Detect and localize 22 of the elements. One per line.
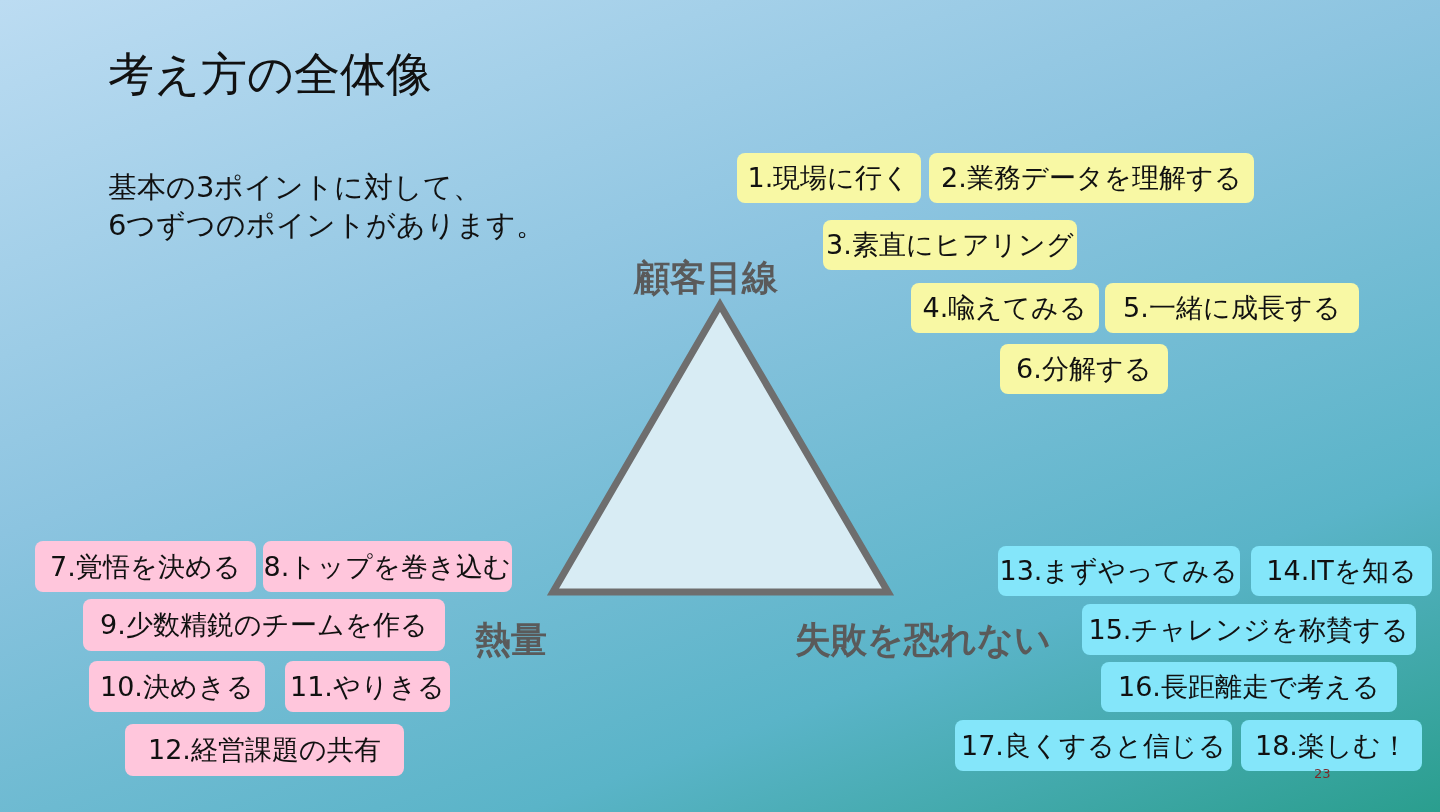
point-box: 10.決めきる xyxy=(89,661,265,712)
point-box: 13.まずやってみる xyxy=(998,546,1240,596)
point-box: 7.覚悟を決める xyxy=(35,541,256,592)
point-box: 11.やりきる xyxy=(285,661,450,712)
point-box: 12.経営課題の共有 xyxy=(125,724,404,776)
point-box: 9.少数精鋭のチームを作る xyxy=(83,599,445,651)
slide-title: 考え方の全体像 xyxy=(108,46,432,103)
point-box: 15.チャレンジを称賛する xyxy=(1082,604,1416,655)
point-box: 6.分解する xyxy=(1000,344,1168,394)
point-box: 8.トップを巻き込む xyxy=(263,541,512,592)
corner-heading: 熱量 xyxy=(475,618,547,662)
point-box: 4.喩えてみる xyxy=(911,283,1099,333)
point-box: 17.良くすると信じる xyxy=(955,720,1232,771)
point-box: 2.業務データを理解する xyxy=(929,153,1254,203)
point-box: 5.一緒に成長する xyxy=(1105,283,1359,333)
point-box: 14.ITを知る xyxy=(1251,546,1432,596)
point-box: 1.現場に行く xyxy=(737,153,921,203)
corner-heading: 失敗を恐れない xyxy=(795,618,1051,662)
corner-heading: 顧客目線 xyxy=(634,256,778,300)
subtitle-text: 基本の3ポイントに対して、6つずつのポイントがあります。 xyxy=(108,169,547,244)
point-box: 3.素直にヒアリング xyxy=(823,220,1077,270)
point-box: 16.長距離走で考える xyxy=(1101,662,1397,712)
